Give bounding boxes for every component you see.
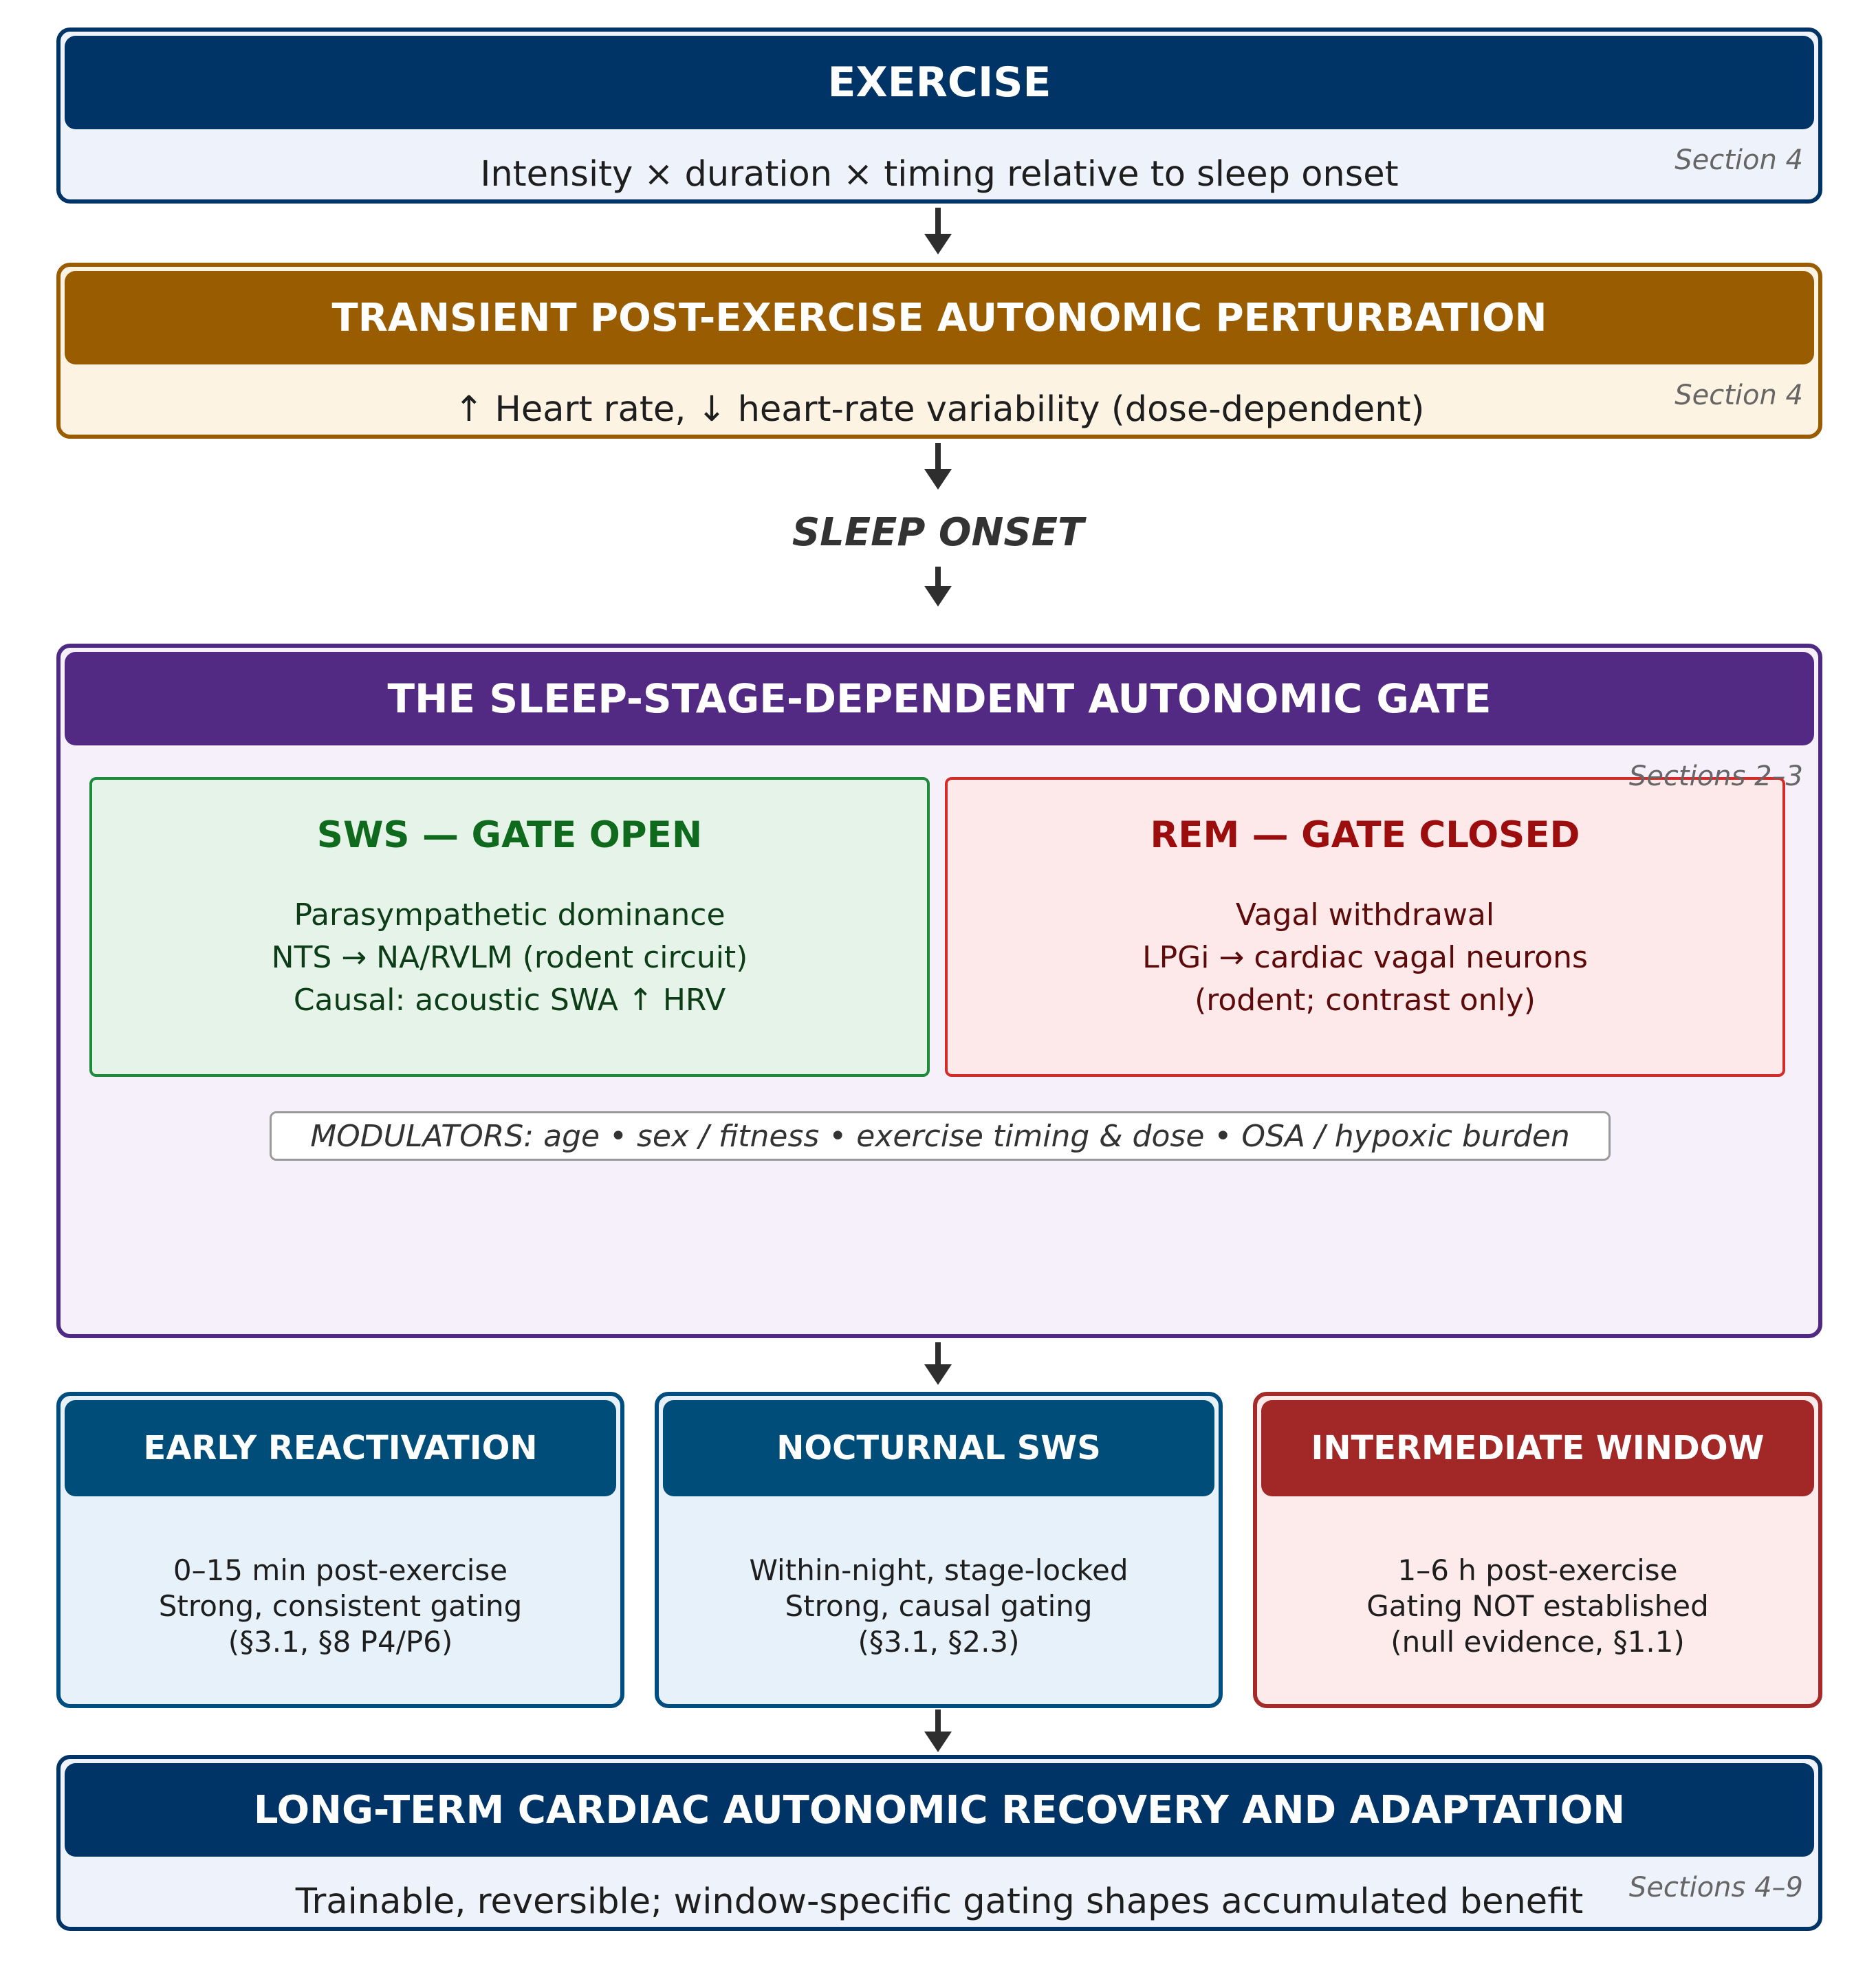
exercise-box: EXERCISE Intensity × duration × timing r… <box>56 28 1822 204</box>
rem-lines: Vagal withdrawal LPGi → cardiac vagal ne… <box>948 894 1782 1022</box>
longterm-description: Trainable, reversible; window-specific g… <box>295 1881 1584 1922</box>
window-early-header: EARLY REACTIVATION <box>65 1400 616 1496</box>
window-nocturnal-line-1: Within-night, stage-locked <box>749 1553 1128 1587</box>
window-early-line-3: (§3.1, §8 P4/P6) <box>228 1625 453 1659</box>
arrow-down-icon <box>924 1342 952 1385</box>
sws-line-1: Parasympathetic dominance <box>294 897 726 932</box>
exercise-title: EXERCISE <box>827 58 1051 107</box>
perturbation-description: ↑ Heart rate, ↓ heart-rate variability (… <box>454 389 1425 430</box>
window-intermediate-line-2: Gating NOT established <box>1366 1589 1709 1623</box>
sws-title: SWS — GATE OPEN <box>316 814 703 856</box>
sws-lines: Parasympathetic dominance NTS → NA/RVLM … <box>92 894 927 1022</box>
window-intermediate-lines: 1–6 h post-exercise Gating NOT establish… <box>1257 1553 1818 1660</box>
arrow-down-icon <box>924 443 952 490</box>
longterm-header: LONG-TERM CARDIAC AUTONOMIC RECOVERY AND… <box>65 1763 1814 1857</box>
window-intermediate: INTERMEDIATE WINDOW 1–6 h post-exercise … <box>1253 1392 1822 1708</box>
longterm-box: LONG-TERM CARDIAC AUTONOMIC RECOVERY AND… <box>56 1755 1822 1931</box>
rem-title: REM — GATE CLOSED <box>1150 814 1580 856</box>
arrow-down-icon <box>924 1710 952 1752</box>
window-intermediate-title: INTERMEDIATE WINDOW <box>1311 1429 1765 1467</box>
window-early-line-2: Strong, consistent gating <box>158 1589 523 1623</box>
rem-line-2: LPGi → cardiac vagal neurons <box>1142 940 1588 975</box>
rem-line-1: Vagal withdrawal <box>1235 897 1495 932</box>
rem-line-3: (rodent; contrast only) <box>1195 983 1536 1018</box>
window-intermediate-line-1: 1–6 h post-exercise <box>1397 1553 1678 1587</box>
sws-line-2: NTS → NA/RVLM (rodent circuit) <box>271 940 748 975</box>
perturbation-header: TRANSIENT POST-EXERCISE AUTONOMIC PERTUR… <box>65 271 1814 364</box>
exercise-header: EXERCISE <box>65 36 1814 129</box>
arrow-down-icon <box>924 567 952 607</box>
perturbation-box: TRANSIENT POST-EXERCISE AUTONOMIC PERTUR… <box>56 263 1822 439</box>
window-early-lines: 0–15 min post-exercise Strong, consisten… <box>61 1553 620 1660</box>
window-intermediate-line-3: (null evidence, §1.1) <box>1390 1625 1685 1659</box>
sleep-onset-label: SLEEP ONSET <box>792 510 1084 555</box>
longterm-title: LONG-TERM CARDIAC AUTONOMIC RECOVERY AND… <box>253 1787 1626 1833</box>
window-early-line-1: 0–15 min post-exercise <box>173 1553 508 1587</box>
perturbation-title: TRANSIENT POST-EXERCISE AUTONOMIC PERTUR… <box>331 295 1547 340</box>
window-nocturnal-header: NOCTURNAL SWS <box>663 1400 1214 1496</box>
modulators-box: MODULATORS: age • sex / fitness • exerci… <box>270 1111 1611 1161</box>
gate-box: THE SLEEP-STAGE-DEPENDENT AUTONOMIC GATE… <box>56 644 1822 1338</box>
window-early-title: EARLY REACTIVATION <box>143 1429 538 1467</box>
perturbation-section-ref: Section 4 <box>1675 380 1803 411</box>
window-nocturnal-sws: NOCTURNAL SWS Within-night, stage-locked… <box>655 1392 1223 1708</box>
modulators-text: MODULATORS: age • sex / fitness • exerci… <box>310 1118 1570 1154</box>
window-nocturnal-line-3: (§3.1, §2.3) <box>858 1625 1020 1659</box>
gate-section-ref: Sections 2–3 <box>1628 761 1803 792</box>
gate-header: THE SLEEP-STAGE-DEPENDENT AUTONOMIC GATE <box>65 652 1814 745</box>
window-early-reactivation: EARLY REACTIVATION 0–15 min post-exercis… <box>56 1392 624 1708</box>
gate-title: THE SLEEP-STAGE-DEPENDENT AUTONOMIC GATE <box>387 675 1492 722</box>
rem-gate-closed-panel: REM — GATE CLOSED Vagal withdrawal LPGi … <box>945 777 1785 1077</box>
longterm-section-ref: Sections 4–9 <box>1628 1872 1803 1903</box>
exercise-description: Intensity × duration × timing relative t… <box>480 154 1399 195</box>
sws-gate-open-panel: SWS — GATE OPEN Parasympathetic dominanc… <box>89 777 930 1077</box>
window-nocturnal-lines: Within-night, stage-locked Strong, causa… <box>659 1553 1219 1660</box>
window-intermediate-header: INTERMEDIATE WINDOW <box>1261 1400 1814 1496</box>
window-nocturnal-title: NOCTURNAL SWS <box>776 1429 1101 1467</box>
exercise-section-ref: Section 4 <box>1675 144 1803 176</box>
sws-line-3: Causal: acoustic SWA ↑ HRV <box>293 983 726 1018</box>
arrow-down-icon <box>924 208 952 254</box>
window-nocturnal-line-2: Strong, causal gating <box>785 1589 1093 1623</box>
